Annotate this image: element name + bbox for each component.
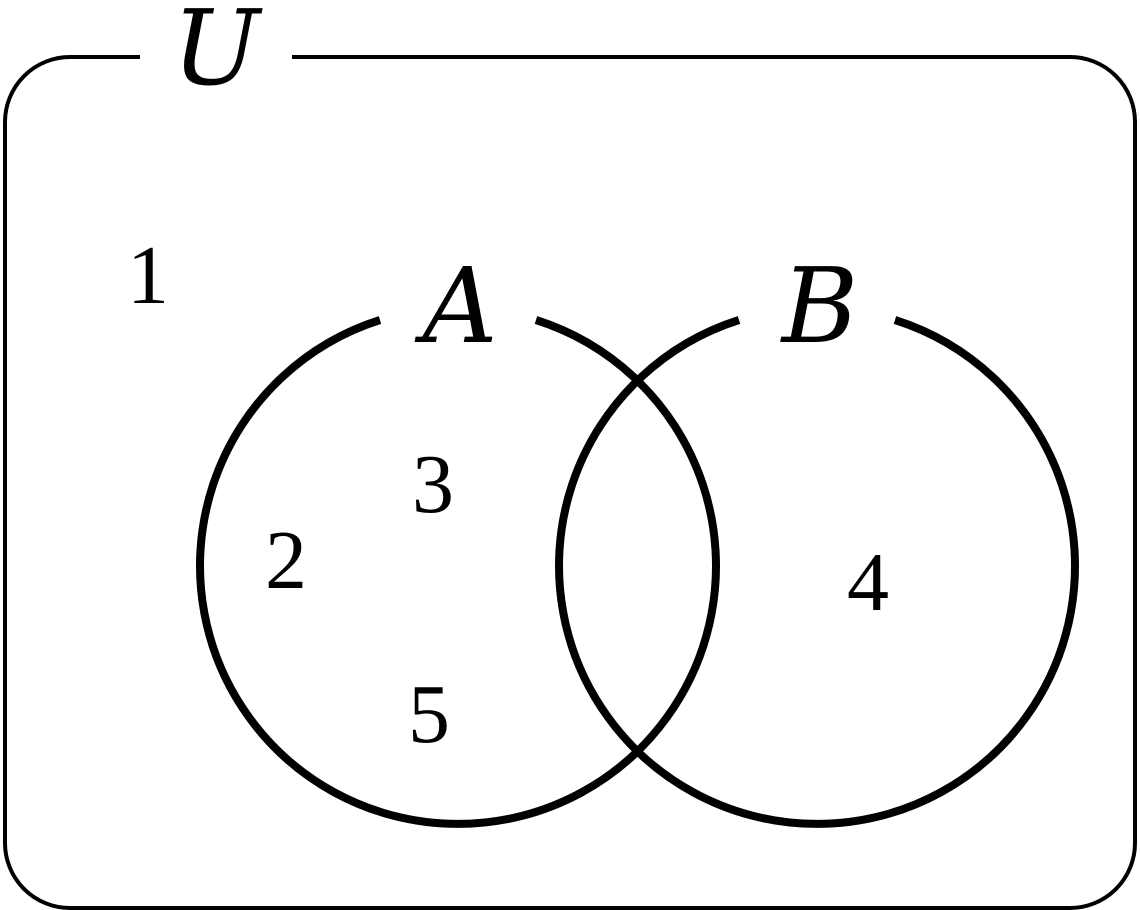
set-a-label: A xyxy=(414,245,497,367)
element-b-only: 4 xyxy=(847,536,889,629)
set-a-circle xyxy=(196,316,720,828)
element-a-only: 5 xyxy=(408,668,450,761)
universe-label: U xyxy=(172,0,263,109)
element-a-only: 3 xyxy=(412,438,454,531)
set-b-circle xyxy=(555,316,1079,828)
element-a-only: 2 xyxy=(265,514,307,607)
set-b-label: B xyxy=(780,245,858,367)
universe-border xyxy=(3,55,1137,910)
element-outside: 1 xyxy=(127,229,169,322)
